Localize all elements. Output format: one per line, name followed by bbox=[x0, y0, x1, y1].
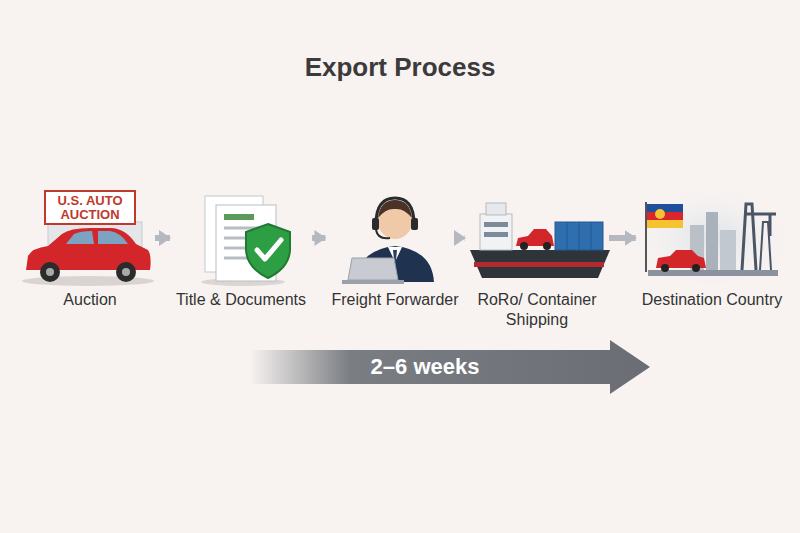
icon-space bbox=[639, 186, 786, 290]
auction-illustration-part bbox=[66, 231, 128, 244]
destination-illustration-part bbox=[661, 264, 669, 272]
icon-space bbox=[328, 186, 461, 290]
destination-illustration-part bbox=[720, 230, 736, 270]
ship-illustration bbox=[470, 203, 610, 278]
forwarder-illustration-part bbox=[348, 258, 398, 280]
auction-sign: U.S. AUTO AUCTION bbox=[44, 190, 136, 225]
destination-illustration-part bbox=[692, 264, 700, 272]
ship-illustration-part bbox=[474, 262, 604, 267]
duration-label: 2–6 weeks bbox=[371, 354, 480, 380]
destination-illustration-part bbox=[638, 190, 786, 286]
destination-illustration-part bbox=[706, 212, 718, 270]
icon-space bbox=[173, 186, 309, 290]
flow-arrow bbox=[155, 235, 170, 241]
ship-illustration-part bbox=[579, 222, 580, 250]
flow-arrow bbox=[609, 235, 636, 241]
destination-illustration bbox=[638, 190, 786, 286]
diagram-title: Export Process bbox=[0, 52, 800, 83]
ship-illustration-part bbox=[520, 242, 528, 250]
destination-illustration-part bbox=[742, 204, 776, 270]
process-step: Destination Country bbox=[639, 186, 786, 310]
destination-illustration-part bbox=[655, 209, 665, 219]
ship-illustration-part bbox=[480, 214, 512, 250]
auction-illustration-part bbox=[46, 268, 54, 276]
destination-illustration-part bbox=[760, 222, 771, 270]
ship-illustration-part bbox=[484, 222, 508, 227]
process-step: Auction U.S. AUTO AUCTION bbox=[28, 186, 152, 310]
flow-arrow bbox=[312, 235, 325, 241]
documents-illustration-part bbox=[224, 214, 254, 220]
auction-illustration-part bbox=[122, 268, 130, 276]
forwarder-illustration-part bbox=[372, 218, 379, 230]
forwarder-illustration-part bbox=[342, 280, 404, 284]
auction-illustration bbox=[22, 222, 154, 286]
auction-illustration-part bbox=[116, 262, 136, 282]
step-label: Title & Documents bbox=[176, 290, 306, 310]
documents-illustration-part bbox=[257, 240, 281, 259]
ship-illustration-part bbox=[567, 222, 568, 250]
ship-illustration-part bbox=[486, 203, 506, 215]
process-step: Freight Forwarder bbox=[328, 186, 461, 310]
documents-illustration bbox=[201, 196, 290, 286]
ship-illustration-part bbox=[470, 250, 610, 278]
ship-illustration-part bbox=[591, 222, 592, 250]
documents-illustration-part bbox=[224, 257, 248, 260]
ship-illustration-part bbox=[555, 222, 603, 250]
destination-illustration-part bbox=[647, 204, 683, 212]
process-step: Title & Documents bbox=[173, 186, 309, 310]
ship-illustration-part bbox=[543, 242, 551, 250]
auction-illustration-part bbox=[40, 262, 60, 282]
duration-arrow bbox=[250, 340, 650, 394]
forwarder-illustration-part bbox=[376, 198, 414, 224]
step-label: Destination Country bbox=[642, 290, 783, 310]
documents-illustration-part bbox=[246, 224, 290, 278]
forwarder-illustration-part bbox=[376, 230, 390, 238]
forwarder-illustration bbox=[342, 198, 434, 284]
ship-illustration-part bbox=[484, 232, 508, 237]
step-label: Auction bbox=[63, 290, 116, 310]
step-label: RoRo/ Container Shipping bbox=[471, 290, 603, 330]
duration-arrow-part bbox=[250, 340, 650, 394]
flow-arrow bbox=[462, 235, 468, 241]
step-label: Freight Forwarder bbox=[331, 290, 458, 310]
process-step: RoRo/ Container Shipping bbox=[468, 186, 606, 330]
sign-text: U.S. AUTO AUCTION bbox=[52, 194, 128, 221]
destination-illustration-part bbox=[647, 220, 683, 228]
icon-space bbox=[468, 186, 606, 290]
forwarder-illustration-part bbox=[411, 218, 418, 230]
destination-illustration-part bbox=[645, 202, 647, 272]
destination-illustration-part bbox=[647, 212, 683, 220]
